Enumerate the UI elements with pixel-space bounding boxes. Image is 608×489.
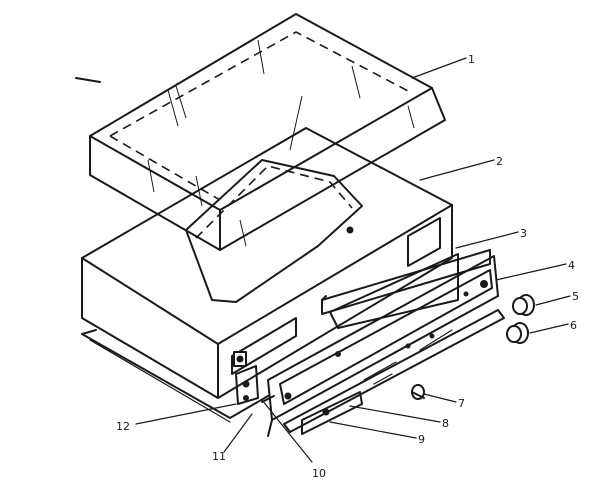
control-panel [267, 255, 499, 437]
display-bracket [321, 249, 491, 329]
callout-8: 8 [442, 417, 449, 430]
leader-lines [135, 57, 571, 463]
dust-cover [89, 13, 446, 251]
callout-labels: 1 2 3 4 5 6 7 8 9 10 11 12 [116, 53, 579, 480]
callout-9: 9 [418, 433, 425, 446]
callout-1: 1 [468, 53, 475, 66]
knob-5 [512, 294, 535, 316]
lower-bracket [301, 391, 363, 435]
button-cap-7 [411, 384, 425, 400]
cabinet-body [81, 127, 453, 399]
knob-6 [506, 322, 529, 344]
trim-strip [283, 309, 505, 433]
callout-7: 7 [458, 397, 465, 410]
hinge-assembly [235, 365, 275, 405]
callout-10: 10 [312, 467, 326, 480]
callout-11: 11 [212, 450, 226, 463]
callout-3: 3 [520, 227, 527, 240]
callout-12: 12 [116, 420, 130, 433]
callout-4: 4 [568, 259, 575, 272]
stray-mark [75, 77, 101, 83]
base-plate [81, 329, 269, 423]
callout-6: 6 [570, 319, 577, 332]
callout-5: 5 [572, 290, 579, 303]
callout-2: 2 [496, 155, 503, 168]
